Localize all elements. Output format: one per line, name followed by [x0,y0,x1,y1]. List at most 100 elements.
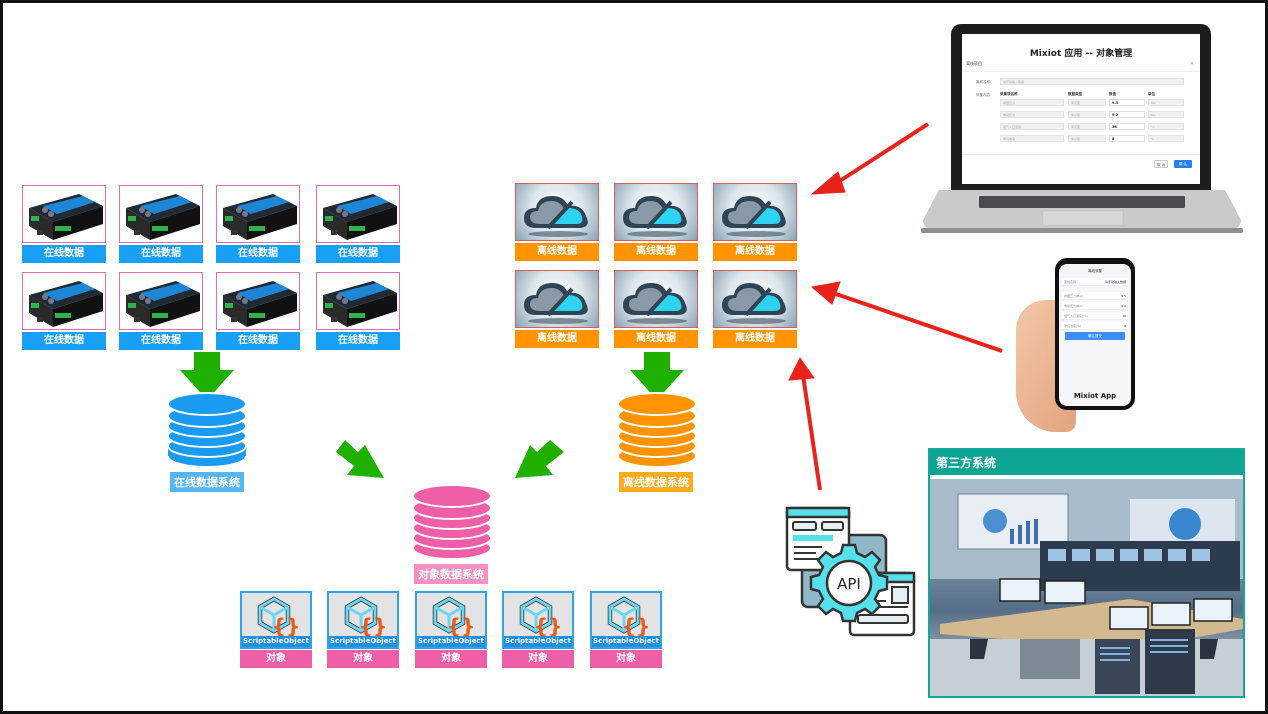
gateway-device-icon [316,185,400,243]
row-type-select[interactable]: 浮点型 [1068,123,1106,130]
row-unit-field: °C [1148,123,1184,130]
cloud-offline-icon [515,270,599,328]
offline-data-label: 离线数据 [614,243,698,261]
row-unit-field: Bar [1148,99,1184,106]
gateway-device-icon [119,185,203,243]
object-database-icon [412,484,492,560]
cloud-offline-icon [713,183,797,241]
gateway-device-icon [216,185,300,243]
row-value-input[interactable]: 9.2 [1109,111,1145,118]
phone-row-label: 燃气入口温度(°C) [1064,314,1088,318]
row-type-select[interactable]: 浮点型 [1068,99,1106,106]
online-data-label: 在线数据 [22,245,106,263]
online-data-label: 在线数据 [119,245,203,263]
arrow-online-to-db [180,352,234,400]
row-name-field: 燃气入口温度 [1000,123,1064,130]
svg-text:{}: {} [447,614,475,637]
cloud-offline-icon [713,270,797,328]
scriptable-object-caption: ScriptableObject [592,636,660,647]
dialog-title: 离线项目 [966,61,982,66]
online-device-tile: 在线数据 [22,185,106,263]
phone-form-row[interactable]: 甲烷浓度(%)8 [1062,322,1128,330]
object-label: 对象 [590,650,662,668]
content-label: 采集内容: [976,93,992,97]
offline-source-tile: 离线数据 [614,183,698,261]
phone-form-row[interactable]: 电动压力(Bar) 9.2 [1062,302,1128,310]
arrow-laptop-to-offline [810,122,930,195]
scriptable-object-icon: {}ScriptableObject [240,591,312,649]
cancel-button[interactable]: 取 消 [1154,160,1168,168]
api-icon: API [785,506,916,637]
col-header-unit: 单位 [1148,92,1155,96]
name-input[interactable]: 请手动输入数据 [1000,78,1184,85]
online-data-label: 在线数据 [216,245,300,263]
row-unit-field: % [1148,135,1184,142]
col-header-type: 数据类型 [1068,92,1082,96]
phone-submit-button[interactable]: 确认提交 [1065,332,1125,340]
row-name-field: 排烟压力 [1000,99,1064,106]
row-value-input[interactable]: 9.5 [1109,99,1145,106]
col-header-value: 数值 [1109,92,1116,96]
arrow-offline-to-db [630,352,684,400]
arrow-offline-db-to-object [515,440,564,478]
online-data-label: 在线数据 [119,332,203,350]
third-party-title: 第三方系统 [930,450,1243,477]
scriptable-object-caption: ScriptableObject [417,636,485,647]
laptop-base [921,190,1243,233]
dialog-close-icon[interactable]: ✕ [1189,61,1194,67]
row-value-input[interactable]: 36 [1109,123,1145,130]
online-device-tile: 在线数据 [216,272,300,350]
offline-database-label: 离线数据系统 [619,472,693,492]
offline-source-tile: 离线数据 [614,270,698,348]
phone-row-value: 9.2 [1121,304,1126,308]
offline-data-label: 离线数据 [515,330,599,348]
gateway-device-icon [22,272,106,330]
phone-row-value: 36 [1122,314,1126,318]
phone-row-value: 9.5 [1121,294,1126,298]
phone-app-name: Mixiot App [1073,392,1117,400]
scriptable-object-icon: {}ScriptableObject [502,591,574,649]
online-device-tile: 在线数据 [316,272,400,350]
arrow-online-db-to-object [336,440,384,478]
row-type-select[interactable]: 浮点型 [1068,111,1106,118]
phone-form-row[interactable]: 排烟压力(Bar)9.5 [1062,292,1128,300]
online-device-tile: 在线数据 [119,185,203,263]
phone-row-label: 电动压力(Bar) [1064,304,1084,308]
gateway-device-icon [316,272,400,330]
object-label: 对象 [502,650,574,668]
phone-screen: 离线采集 离线名称请手动输入数据排烟压力(Bar)9.5 电动压力(Bar) 9.2… [1059,264,1131,406]
scriptable-object-icon: {}ScriptableObject [415,591,487,649]
online-data-label: 在线数据 [22,332,106,350]
scriptable-object-caption: ScriptableObject [504,636,572,647]
scriptable-object-icon: {}ScriptableObject [327,591,399,649]
confirm-button[interactable]: 确 认 [1174,160,1192,168]
object-database-label: 对象数据系统 [414,564,488,584]
row-name-field: 电动压力 [1000,111,1064,118]
offline-source-tile: 离线数据 [515,183,599,261]
row-unit-field: Bar [1148,111,1184,118]
row-value-input[interactable]: 8 [1109,135,1145,142]
online-device-tile: 在线数据 [316,185,400,263]
phone-screen-title: 离线采集 [1088,269,1102,273]
row-type-select[interactable]: 浮点型 [1068,135,1106,142]
phone-form-row[interactable]: 离线名称请手动输入数据 [1062,278,1128,286]
offline-data-label: 离线数据 [713,243,797,261]
svg-text:{}: {} [622,614,650,637]
online-data-label: 在线数据 [316,332,400,350]
offline-source-tile: 离线数据 [713,183,797,261]
phone-form-row[interactable]: 燃气入口温度(°C) 36 [1062,312,1128,320]
cloud-offline-icon [614,270,698,328]
svg-text:{}: {} [534,614,562,637]
svg-text:{}: {} [359,614,387,637]
scriptable-object-icon: {}ScriptableObject [590,591,662,649]
scriptable-object-caption: ScriptableObject [329,636,397,647]
phone-row-label: 离线名称 [1064,280,1077,284]
online-database-label: 在线数据系统 [170,472,244,492]
row-name-field: 甲烷浓度 [1000,135,1064,142]
